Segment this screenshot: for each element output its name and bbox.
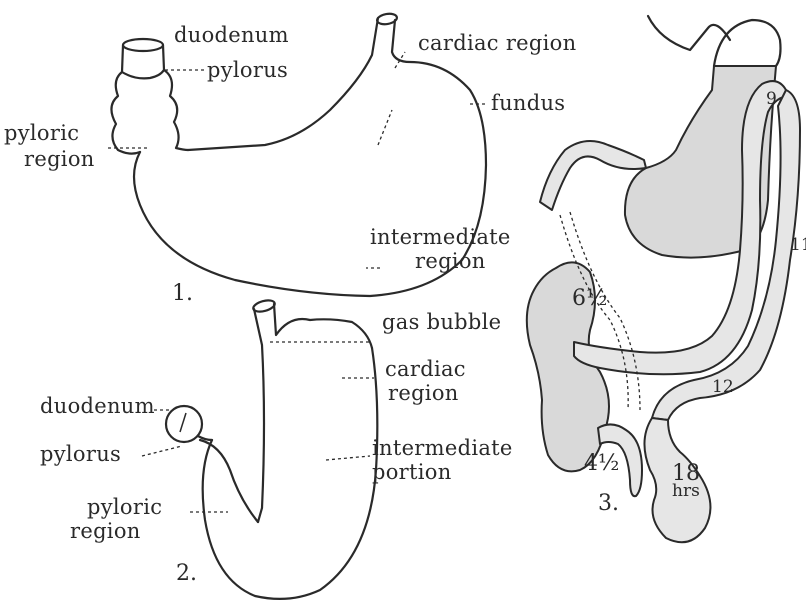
fig2-label-pyloric-region: region: [70, 519, 141, 543]
figure-2-stomach: [142, 298, 377, 599]
fig1-label-intermediate: intermediate: [370, 225, 511, 249]
fig1-label-pyloric: pyloric: [4, 121, 79, 145]
fig3-time-12: 12: [712, 377, 734, 397]
fig1-number: 1.: [172, 281, 193, 306]
fig2-label-intermediate-portion: portion: [372, 460, 452, 484]
fig3-time-9: 9: [766, 89, 777, 109]
fig2-label-pylorus: pylorus: [40, 442, 121, 466]
fig3-time-hrs: hrs: [672, 481, 700, 501]
fig2-esophagus-opening: [252, 298, 276, 313]
fig3-time-11: 11: [790, 235, 806, 255]
fig1-label-intermediate-region: region: [415, 249, 486, 273]
fig1-label-fundus: fundus: [491, 91, 565, 115]
fig1-label-cardiac-region: cardiac region: [418, 31, 576, 55]
fig2-label-duodenum: duodenum: [40, 394, 155, 418]
fig3-gas-bubble: [714, 20, 781, 66]
fig1-pyloric-inner: [164, 70, 188, 150]
fig3-time-6-half: 6½: [572, 286, 607, 311]
fig1-label-duodenum: duodenum: [174, 23, 289, 47]
fig2-cardiac-wall: [254, 309, 264, 522]
fig3-esophagus: [648, 16, 730, 50]
fig2-pyloric-inner: [200, 440, 258, 522]
fig3-number: 3.: [598, 491, 619, 516]
figure-3-digestive-tract: [527, 16, 800, 542]
fig2-duodenum-bulb: [166, 406, 202, 442]
fig2-label-intermediate: intermediate: [372, 436, 513, 460]
fig2-label-cardiac-region: region: [388, 381, 459, 405]
fig1-label-region: region: [24, 147, 95, 171]
fig2-label-gas-bubble: gas bubble: [382, 310, 501, 334]
fig2-number: 2.: [176, 561, 197, 586]
fig2-label-pyloric: pyloric: [87, 495, 162, 519]
fig2-label-cardiac: cardiac: [385, 357, 466, 381]
fig2-greater-curvature: [203, 348, 378, 599]
fig1-pyloric-lobes: [111, 72, 140, 154]
fig1-duodenum-opening: [123, 39, 163, 51]
fig3-time-4-half: 4½: [584, 451, 619, 476]
fig1-label-pylorus: pylorus: [207, 58, 288, 82]
